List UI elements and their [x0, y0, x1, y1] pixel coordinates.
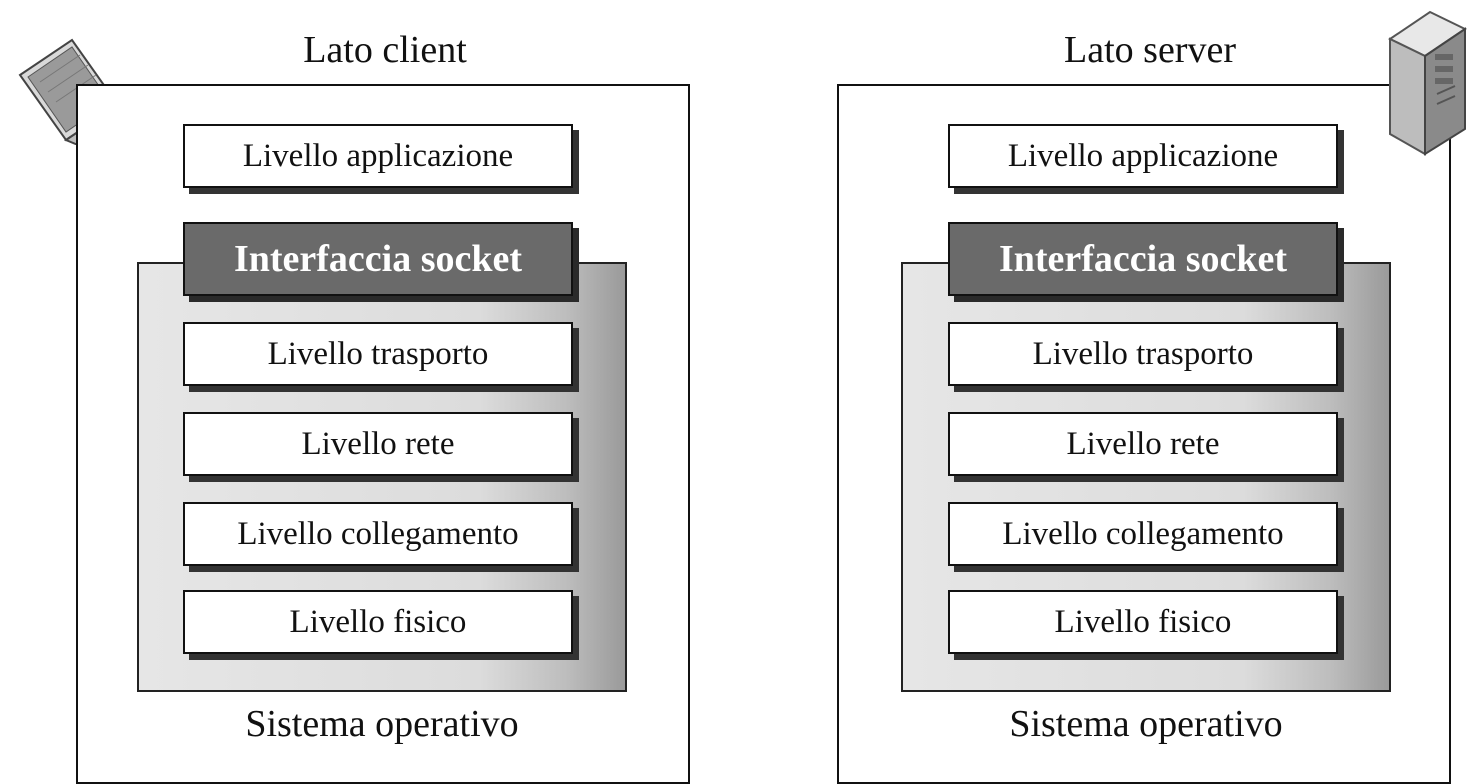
client-os-label: Sistema operativo [245, 703, 519, 745]
client-application-layer: Livello applicazione [183, 124, 573, 188]
client-socket-interface: Interfaccia socket [183, 222, 573, 296]
client-side-title: Lato client [303, 29, 467, 71]
server-application-layer: Livello applicazione [948, 124, 1338, 188]
client-side-panel: Lato client Livello applicazione Interfa… [0, 0, 700, 784]
server-link-layer: Livello collegamento [948, 502, 1338, 566]
server-tower-icon [1388, 10, 1467, 156]
client-network-layer: Livello rete [183, 412, 573, 476]
server-socket-interface: Interfaccia socket [948, 222, 1338, 296]
server-side-title: Lato server [1064, 29, 1236, 71]
client-physical-layer: Livello fisico [183, 590, 573, 654]
server-os-label: Sistema operativo [1009, 703, 1283, 745]
server-side-panel: Lato server Livello applicazione Interfa… [760, 0, 1467, 784]
server-network-layer: Livello rete [948, 412, 1338, 476]
server-transport-layer: Livello trasporto [948, 322, 1338, 386]
client-link-layer: Livello collegamento [183, 502, 573, 566]
client-transport-layer: Livello trasporto [183, 322, 573, 386]
server-physical-layer: Livello fisico [948, 590, 1338, 654]
